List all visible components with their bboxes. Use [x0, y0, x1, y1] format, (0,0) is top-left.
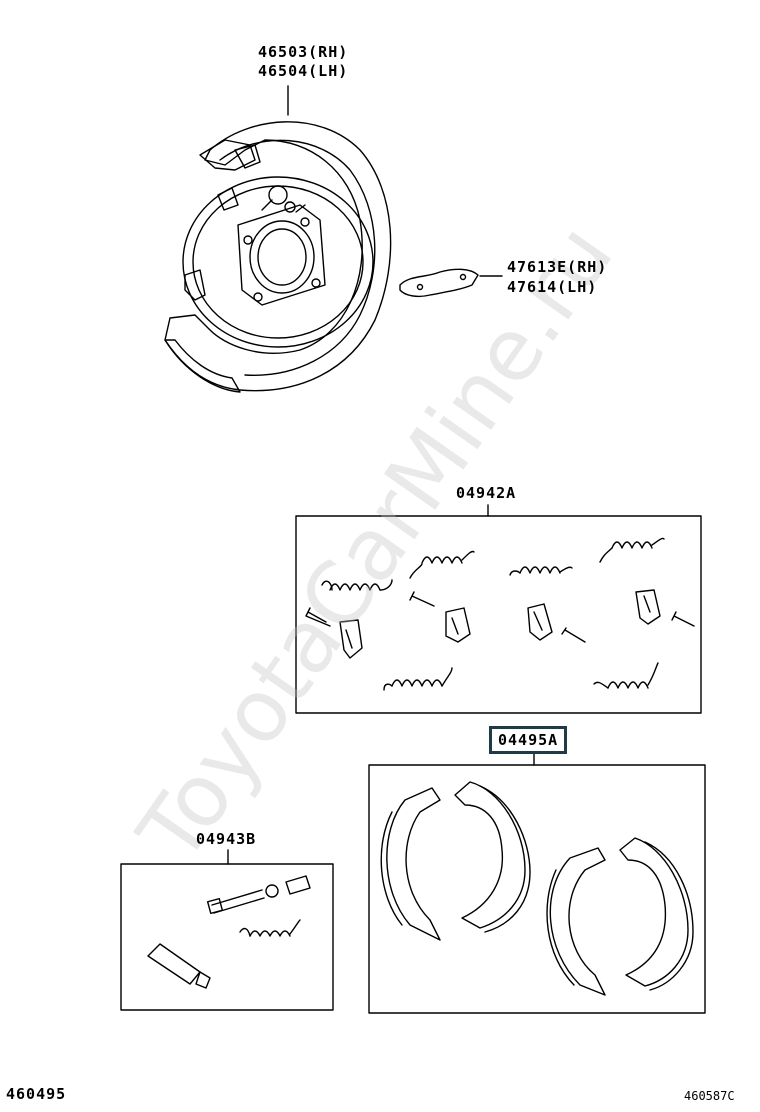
bolt-hole-3: [311, 278, 321, 288]
backing-plate-part: [164, 121, 392, 393]
label-backing-plate-lh: 46504(LH): [258, 62, 349, 80]
spring-2-hooks: [409, 550, 475, 579]
shoe-2-right-lining: [644, 841, 694, 991]
brake-shoe-set: [380, 781, 694, 996]
pin-3: [561, 627, 586, 643]
pin-1: [305, 607, 331, 627]
spring-1-hooks: [321, 579, 393, 591]
shoe-1-right-lining: [479, 785, 531, 933]
hub-hole: [249, 220, 315, 294]
shoe-1-left-lining: [380, 811, 403, 926]
spring-3: [519, 566, 561, 574]
backing-plate-tab-face: [234, 144, 261, 169]
spring-4-hooks: [599, 537, 665, 563]
label-adjuster-kit: 04943B: [196, 830, 257, 848]
backing-plate-tab-small: [217, 187, 239, 211]
shoe-2-right: [619, 837, 689, 987]
backing-plate-lip: [164, 339, 241, 393]
backing-plate-rim: [219, 139, 376, 376]
adjuster-wheel: [265, 884, 279, 898]
clip-1: [339, 619, 363, 659]
adjuster-kit-parts: [147, 875, 311, 989]
label-bracket-lh: 47614(LH): [507, 278, 598, 296]
bolt-hole-1: [243, 235, 253, 245]
adjuster-spring: [249, 930, 291, 937]
spring-kit-frame: [295, 515, 702, 714]
shoe-2-left: [549, 847, 606, 996]
spring-4: [611, 541, 653, 549]
wheel-cylinder-boss: [268, 185, 288, 205]
adjuster-sleeve: [285, 875, 311, 895]
spring-kit-parts: [305, 537, 695, 691]
spring-6: [607, 681, 649, 689]
bracket-hole-2: [459, 273, 467, 281]
bracket-part: [399, 268, 503, 298]
label-shoe-kit-highlighted[interactable]: 04495A: [489, 726, 568, 754]
backing-plate-outline: [164, 121, 392, 392]
footer-left-code: 460495: [6, 1085, 67, 1103]
shoe-1-right: [454, 781, 526, 929]
pin-2: [409, 591, 435, 607]
shoe-2-left-lining: [546, 869, 575, 986]
bracket-outline: [399, 268, 479, 298]
adjuster-head: [206, 897, 224, 915]
label-backing-plate-rh: 46503(RH): [258, 43, 349, 61]
clip-2: [445, 607, 471, 643]
bolt-hole-4: [253, 292, 263, 302]
boss-lines: [261, 199, 306, 213]
adjuster-kit-frame: [120, 863, 334, 1011]
label-bracket-rh: 47613E(RH): [507, 258, 608, 276]
clip-4: [635, 589, 661, 625]
footer-right-code: 460587C: [684, 1089, 735, 1103]
backing-plate-face: [182, 176, 374, 348]
spring-1: [329, 583, 381, 591]
bleeder: [284, 201, 296, 213]
grease-cap: [195, 971, 211, 989]
spring-6-hooks: [593, 662, 659, 689]
shoe-kit-frame: [368, 764, 706, 1014]
label-spring-kit: 04942A: [456, 484, 517, 502]
spring-5: [391, 679, 443, 687]
adjuster-spring-hooks: [239, 919, 301, 937]
grease-tube: [147, 943, 201, 985]
spring-5-hooks: [383, 667, 453, 691]
backing-plate-tab-left: [184, 269, 206, 301]
hub-hole-inner: [257, 228, 307, 286]
backing-plate-face-inner: [192, 185, 364, 339]
spring-2: [421, 556, 463, 564]
shoe-1-left: [386, 787, 441, 941]
pin-4: [671, 611, 695, 627]
backing-plate-tab-top: [199, 139, 256, 171]
clip-3: [527, 603, 553, 641]
bracket-hole-1: [416, 283, 424, 291]
bolt-hole-2: [300, 217, 310, 227]
spring-3-hooks: [509, 566, 573, 576]
flange-square: [237, 204, 326, 306]
